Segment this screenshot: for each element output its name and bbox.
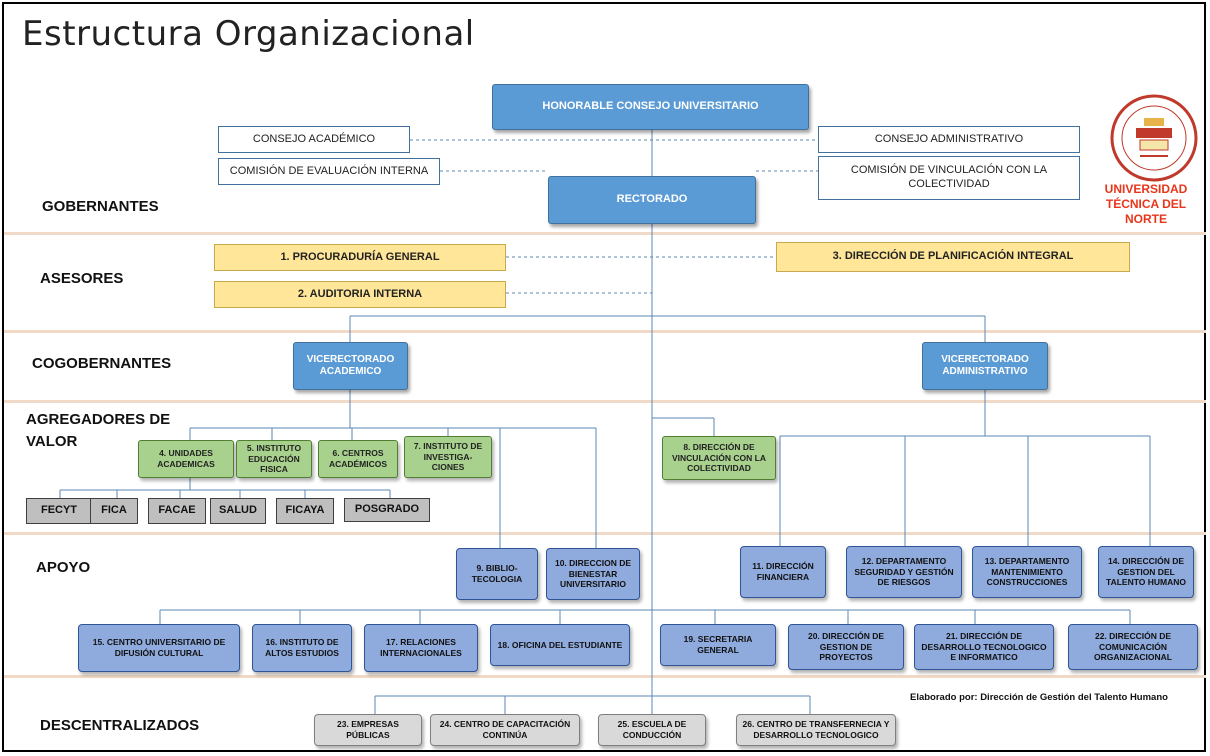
brand-line-1: UNIVERSIDAD [1104,182,1188,196]
section-divider [4,232,1206,235]
desarrollo-tecnologico-box: 21. DIRECCIÓN DE DESARROLLO TECNOLOGICO … [914,624,1054,670]
credit-note: Elaborado por: Dirección de Gestión del … [910,692,1168,703]
consejo-administrativo-box: CONSEJO ADMINISTRATIVO [818,126,1080,153]
vicerectorado-administrativo-box: VICERECTORADO ADMINISTRATIVO [922,342,1048,390]
comision-evaluacion-box: COMISIÓN DE EVALUACIÓN INTERNA [218,158,440,185]
section-divider [4,330,1206,333]
procuraduria-box: 1. PROCURADURÍA GENERAL [214,244,506,271]
faculty-posgrado-box: POSGRADO [344,498,430,522]
page-title: Estructura Organizacional [22,14,475,54]
consejo-universitario-box: HONORABLE CONSEJO UNIVERSITARIO [492,84,809,130]
talento-humano-box: 14. DIRECCIÓN DE GESTION DEL TALENTO HUM… [1098,546,1194,598]
seguridad-box: 12. DEPARTAMENTO SEGURIDAD Y GESTIÓN DE … [846,546,962,598]
faculty-ficaya-box: FICAYA [276,498,334,524]
centro-transferencia-box: 26. CENTRO DE TRANSFERNECIA Y DESARROLLO… [736,714,896,746]
relaciones-internacionales-box: 17. RELACIONES INTERNACIONALES [364,624,478,672]
section-asesores: ASESORES [40,270,124,287]
brand-line-2: TÉCNICA DEL NORTE [1105,197,1187,226]
bienestar-box: 10. DIRECCION DE BIENESTAR UNIVERSITARIO [546,548,640,600]
faculty-salud-box: SALUD [210,498,266,524]
escuela-conduccion-box: 25. ESCUELA DE CONDUCCIÓN [598,714,706,746]
mantenimiento-box: 13. DEPARTAMENTO MANTENIMIENTO CONSTRUCC… [972,546,1082,598]
oficina-estudiante-box: 18. OFICINA DEL ESTUDIANTE [490,624,630,666]
centros-academicos-box: 6. CENTROS ACADÉMICOS [318,440,398,478]
rectorado-box: RECTORADO [548,176,756,224]
empresas-publicas-box: 23. EMPRESAS PÚBLICAS [314,714,422,746]
vinculacion-box: 8. DIRECCIÓN DE VINCULACIÓN CON LA COLEC… [662,436,776,480]
section-cogobernantes: COGOBERNANTES [32,355,172,372]
faculty-fecyt-box: FECYT [26,498,92,524]
section-divider [4,532,1206,535]
section-apoyo: APOYO [36,559,91,576]
altos-estudios-box: 16. INSTITUTO DE ALTOS ESTUDIOS [252,624,352,672]
investigaciones-box: 7. INSTITUTO DE INVESTIGA- CIONES [404,436,492,478]
unidades-academicas-box: 4. UNIDADES ACADEMICAS [138,440,234,478]
section-agregadores: AGREGADORES DE VALOR [26,411,171,450]
secretaria-general-box: 19. SECRETARIA GENERAL [660,624,776,666]
auditoria-box: 2. AUDITORIA INTERNA [214,281,506,308]
faculty-facae-box: FACAE [148,498,206,524]
university-brand: UNIVERSIDAD TÉCNICA DEL NORTE [1084,182,1208,227]
planificacion-box: 3. DIRECCIÓN DE PLANIFICACIÓN INTEGRAL [776,242,1130,272]
comision-vinculacion-box: COMISIÓN DE VINCULACIÓN CON LA COLECTIVI… [818,156,1080,200]
university-seal-icon [1110,94,1198,182]
section-divider [4,675,1206,678]
gestion-proyectos-box: 20. DIRECCIÓN DE GESTION DE PROYECTOS [788,624,904,670]
comunicacion-box: 22. DIRECCIÓN DE COMUNICACIÓN ORGANIZACI… [1068,624,1198,670]
section-gobernantes: GOBERNANTES [42,198,159,215]
consejo-academico-box: CONSEJO ACADÉMICO [218,126,410,153]
financiera-box: 11. DIRECCIÓN FINANCIERA [740,546,826,598]
bibliotecologia-box: 9. BIBLIO- TECOLOGIA [456,548,538,600]
section-descentralizados: DESCENTRALIZADOS [40,717,200,734]
capacitacion-continua-box: 24. CENTRO DE CAPACITACIÓN CONTINÚA [430,714,580,746]
faculty-fica-box: FICA [90,498,138,524]
difusion-cultural-box: 15. CENTRO UNIVERSITARIO DE DIFUSIÓN CUL… [78,624,240,672]
educacion-fisica-box: 5. INSTITUTO EDUCACIÓN FISICA [236,440,312,478]
vicerectorado-academico-box: VICERECTORADO ACADEMICO [293,342,408,390]
section-divider [4,400,1206,403]
